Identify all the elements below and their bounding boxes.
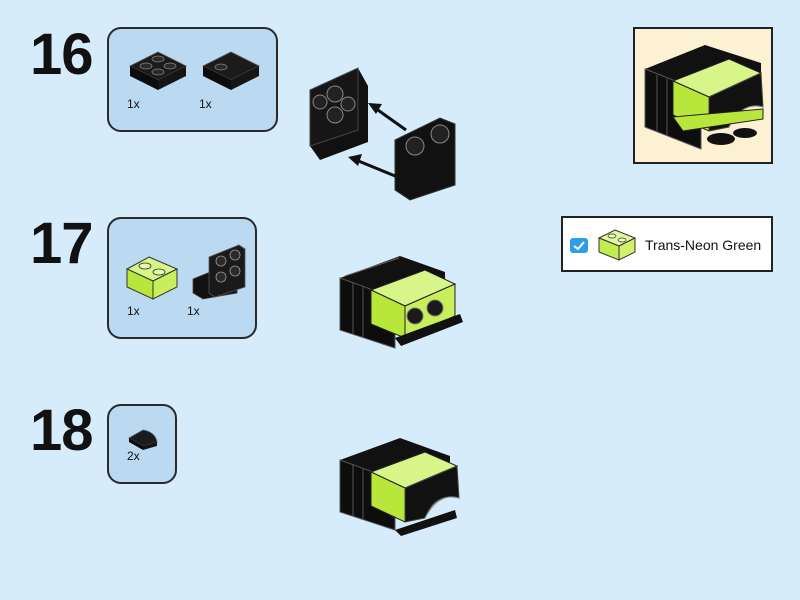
black-2x2-plate-icon [129, 51, 187, 90]
black-1x1-quarter-round-tile-icon [128, 429, 158, 450]
parts-box-step-18: 2x [107, 404, 177, 484]
trans-neon-green-brick-icon [597, 229, 637, 261]
step-16-assembly [309, 67, 456, 201]
part-qty: 1x [199, 97, 212, 111]
final-model-preview [633, 27, 773, 164]
part-qty: 2x [127, 449, 140, 463]
parts-box-step-16: 1x 1x [107, 27, 278, 132]
color-name: Trans-Neon Green [645, 237, 762, 253]
part-qty: 1x [187, 304, 200, 318]
final-model-image [644, 45, 764, 150]
step-number-16: 16 [30, 22, 94, 87]
black-bracket-2x2-icon [192, 244, 246, 300]
step-number-17: 17 [30, 211, 94, 276]
check-icon [570, 238, 588, 253]
color-callout: Trans-Neon Green [561, 216, 773, 272]
step-18-assembly [339, 438, 460, 536]
part-qty: 1x [127, 97, 140, 111]
black-2x2-tile-with-stud-icon [202, 51, 260, 90]
step-17-assembly [339, 256, 463, 349]
trans-neon-green-1x2-brick-icon [125, 256, 179, 300]
parts-box-step-17: 1x 1x [107, 217, 257, 339]
step-number-18: 18 [30, 398, 94, 463]
part-qty: 1x [127, 304, 140, 318]
